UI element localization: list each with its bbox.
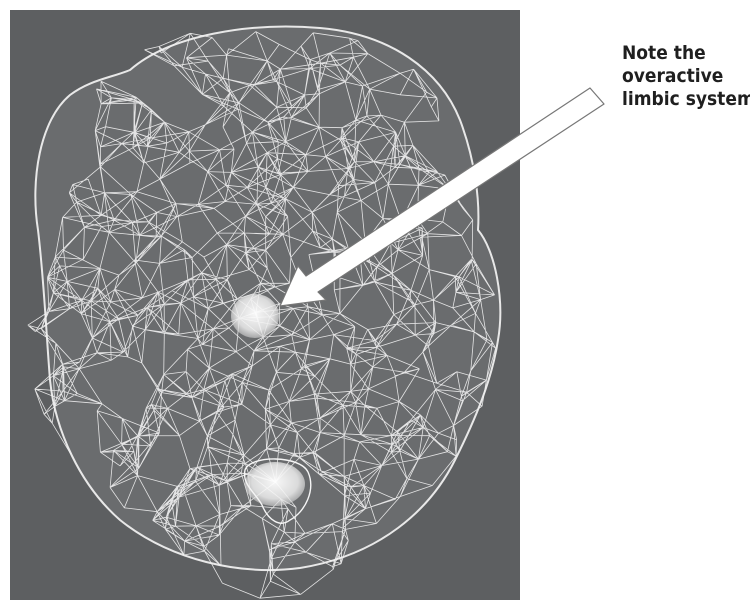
annotation-line-2: overactive <box>622 65 750 88</box>
annotation-line-1: Note the <box>622 42 750 65</box>
annotation-line-3: limbic system <box>622 88 750 111</box>
brainstem-highlight <box>245 462 305 506</box>
annotation-label: Note the overactive limbic system <box>622 42 750 111</box>
limbic-system-highlight <box>231 294 279 338</box>
